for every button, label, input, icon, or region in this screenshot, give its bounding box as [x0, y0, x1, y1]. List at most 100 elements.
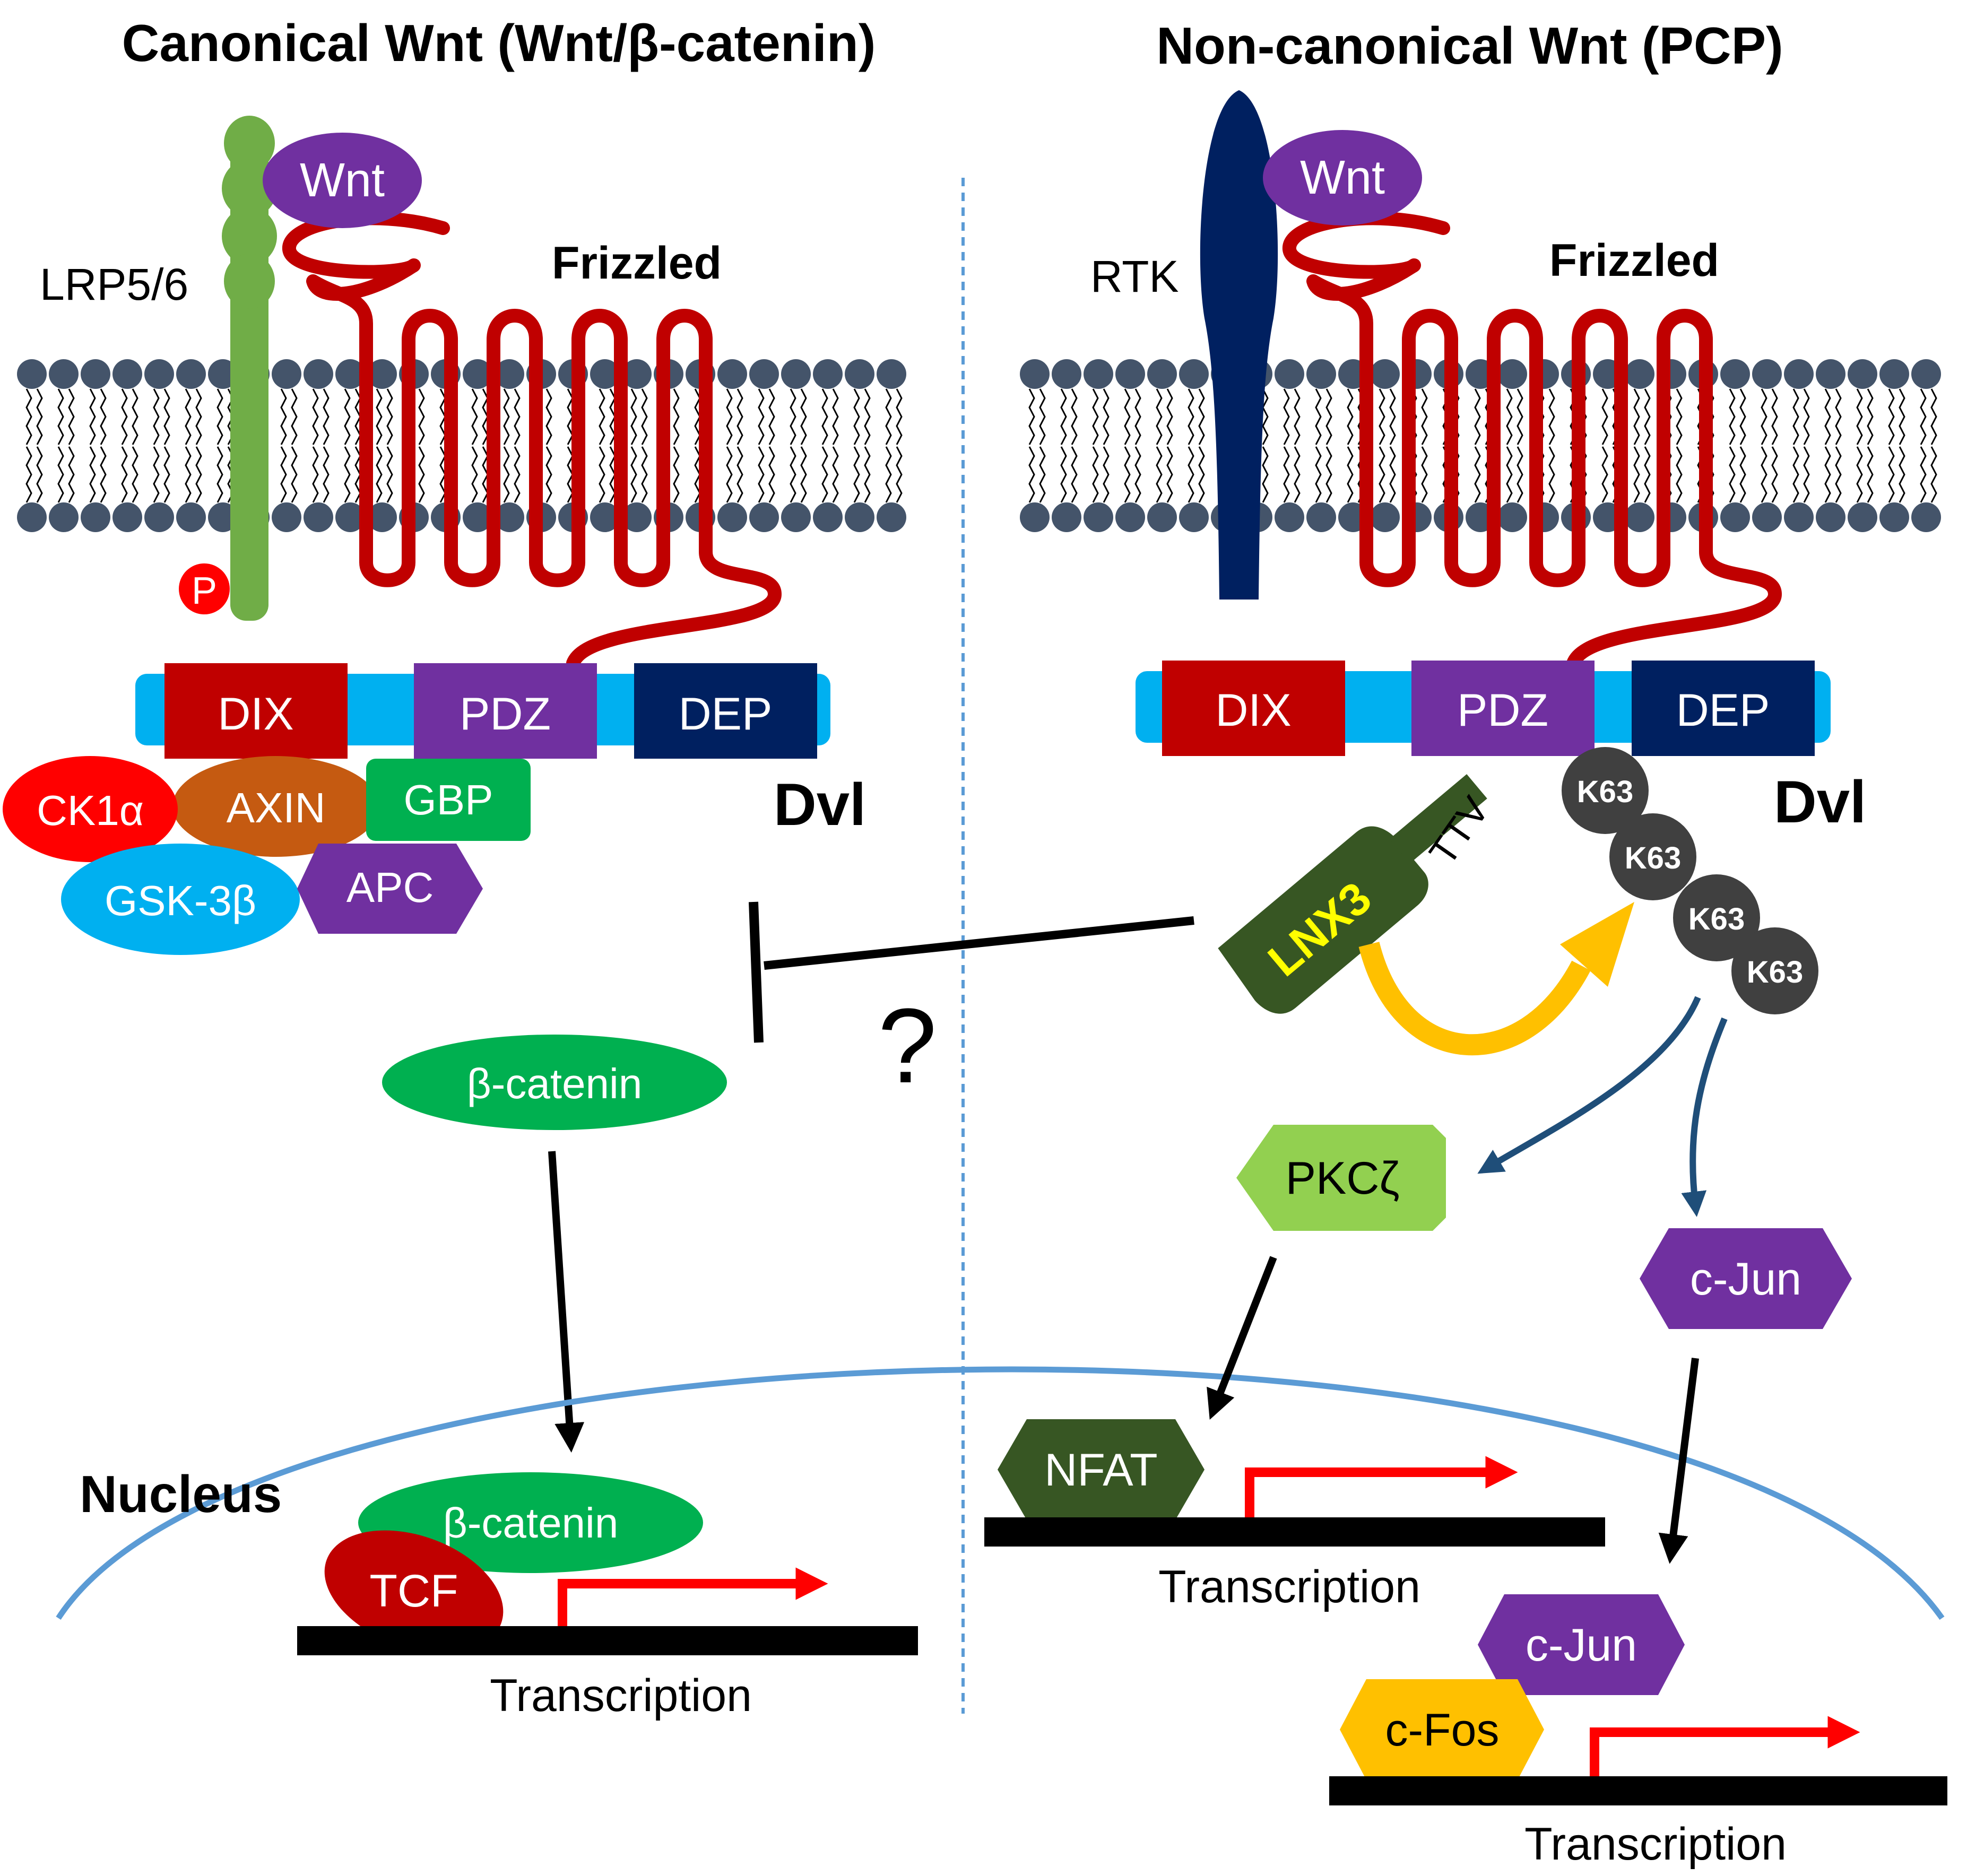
- lipid-tail: [121, 388, 128, 445]
- lipid-tail: [68, 446, 75, 503]
- lipid-head: [1306, 359, 1336, 389]
- lipid-head: [845, 359, 874, 389]
- lipid-tail: [89, 388, 96, 445]
- lipid-tail: [1888, 388, 1895, 445]
- lipid-head: [463, 359, 492, 389]
- lipid-tail: [1867, 446, 1874, 503]
- lipid-tail: [68, 388, 75, 445]
- lipid-tail: [1198, 446, 1205, 503]
- lipid-tail: [1676, 446, 1683, 503]
- lipid-tail: [1580, 388, 1587, 445]
- lipid-tail: [291, 388, 298, 445]
- lipid-head: [495, 359, 524, 389]
- left-panel-title: Canonical Wnt (Wnt/β-catenin): [122, 14, 876, 72]
- lipid-tail: [1262, 446, 1269, 503]
- lipid-head: [622, 502, 652, 532]
- lipid-tail: [1644, 446, 1651, 503]
- lipid-tail: [1708, 388, 1714, 445]
- lipid-tail: [503, 388, 510, 445]
- lipid-head: [335, 502, 365, 532]
- lipid-head: [81, 502, 110, 532]
- lipid-tail: [1188, 388, 1194, 445]
- lipid-tail: [1028, 388, 1035, 445]
- lipid-head: [1848, 502, 1877, 532]
- lipid-tail: [853, 388, 860, 445]
- lipid-head: [1179, 359, 1209, 389]
- lipid-tail: [1071, 446, 1078, 503]
- transcription-label-nfat: Transcription: [1158, 1561, 1420, 1612]
- lipid-tail: [1315, 446, 1322, 503]
- lipid-head: [17, 359, 47, 389]
- lipid-head: [717, 502, 747, 532]
- pdz-label-right: PDZ: [1457, 685, 1548, 736]
- lipid-tail: [312, 446, 319, 503]
- phospho-marker: P: [179, 563, 230, 614]
- dep-label-right: DEP: [1676, 685, 1770, 736]
- lipid-tail: [1792, 446, 1799, 503]
- lipid-tail: [1294, 388, 1301, 445]
- lipid-tail: [1166, 388, 1173, 445]
- lipid-head: [1020, 359, 1050, 389]
- lipid-tail: [216, 388, 223, 445]
- lipid-tail: [1601, 446, 1608, 503]
- lipid-head: [1147, 359, 1177, 389]
- lipid-tail: [1124, 388, 1131, 445]
- lipid-tail: [1708, 446, 1714, 503]
- lipid-head: [176, 359, 206, 389]
- lipid-tail: [1580, 446, 1587, 503]
- lipid-tail: [1888, 446, 1895, 503]
- lipid-tail: [36, 388, 43, 445]
- lipid-tail: [386, 446, 393, 503]
- lipid-tail: [36, 446, 43, 503]
- promoter-arrow-nfat: [1245, 1456, 1518, 1517]
- lipid-head: [1784, 359, 1814, 389]
- lipid-tail: [1803, 446, 1810, 503]
- wnt-label-left: Wnt: [300, 154, 385, 207]
- lipid-head: [367, 502, 397, 532]
- lipid-head: [1115, 359, 1145, 389]
- lipid-tail: [1283, 446, 1290, 503]
- lipid-tail: [57, 446, 64, 503]
- lipid-tail: [832, 388, 839, 445]
- frizzled-receptor-right: [1283, 211, 1782, 670]
- lipid-head: [112, 502, 142, 532]
- lipid-tail: [1930, 446, 1937, 503]
- lipid-head: [1784, 502, 1814, 532]
- lipid-tail: [1644, 388, 1651, 445]
- dix-label-left: DIX: [218, 689, 293, 740]
- beta-catenin-cyto-label: β-catenin: [467, 1060, 643, 1107]
- lipid-tail: [1410, 388, 1417, 445]
- lipid-tail: [885, 388, 892, 445]
- ck1a-protein: [3, 756, 178, 862]
- lipid-head: [1752, 359, 1782, 389]
- rtk-receptor: [1200, 90, 1278, 600]
- inhibition-bar: [749, 901, 764, 1043]
- lipid-tail: [386, 388, 393, 445]
- wnt-ligand-left: Wnt: [263, 133, 422, 228]
- lipid-tail: [790, 446, 796, 503]
- lipid-tail: [163, 446, 170, 503]
- lipid-head: [1625, 502, 1654, 532]
- lipid-head: [749, 359, 779, 389]
- lipid-head: [590, 502, 620, 532]
- pdz-domain-left: [414, 663, 597, 759]
- lipid-tail: [599, 388, 605, 445]
- lipid-tail: [1134, 446, 1141, 503]
- lipid-tail: [153, 446, 160, 503]
- lipid-tail: [1729, 388, 1736, 445]
- lipid-tail: [1325, 388, 1332, 445]
- lipid-tail: [1410, 446, 1417, 503]
- lipid-tail: [1665, 446, 1672, 503]
- lipid-head: [81, 359, 110, 389]
- lipid-tail: [1198, 388, 1205, 445]
- nucleus-label: Nucleus: [80, 1465, 282, 1523]
- lipid-head: [813, 502, 843, 532]
- phospho-label: P: [192, 570, 217, 612]
- lipid-head: [1052, 502, 1081, 532]
- lipid-tail: [1835, 388, 1842, 445]
- lipid-tail: [1134, 388, 1141, 445]
- lipid-tail: [864, 388, 871, 445]
- lipid-tail: [1103, 446, 1110, 503]
- lipid-head: [1306, 502, 1336, 532]
- lipid-head: [717, 359, 747, 389]
